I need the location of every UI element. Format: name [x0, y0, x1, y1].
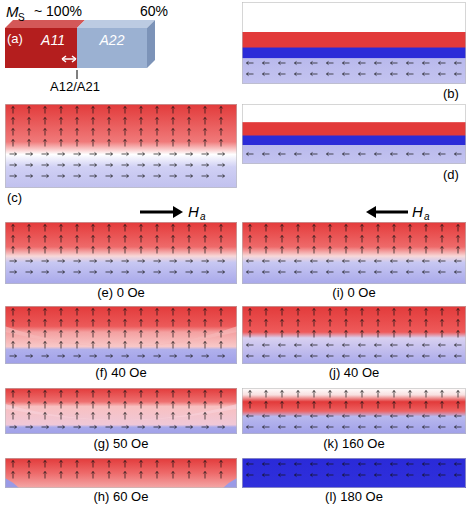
- field-arrow: [140, 206, 183, 218]
- figure-label: ~ 100%: [34, 3, 82, 19]
- panel-caption: (l) 180 Oe: [325, 490, 383, 505]
- panel-caption: (h) 60 Oe: [94, 490, 149, 505]
- figure-label: A12/A21: [50, 80, 100, 95]
- region-label: A11: [29, 32, 77, 48]
- figure-label: a: [424, 211, 430, 223]
- magnetization-panel: [242, 104, 466, 164]
- magnetization-panel: [5, 222, 237, 284]
- figure-label: (c): [7, 191, 22, 206]
- magnetization-panel: [242, 306, 466, 364]
- field-arrow: [366, 206, 408, 218]
- figure-label: 60%: [140, 3, 168, 19]
- magnetization-panel: [5, 104, 237, 188]
- panel-caption: (i) 0 Oe: [332, 286, 375, 301]
- magnetization-panel: [242, 388, 466, 434]
- bar-illustration: [5, 20, 155, 79]
- figure-label: S: [18, 12, 25, 24]
- panel-caption: (g) 50 Oe: [94, 437, 149, 452]
- magnetization-panel: [5, 458, 237, 488]
- magnetization-panel: [242, 222, 466, 284]
- magnetization-panel: [5, 388, 237, 434]
- figure-label: M: [6, 3, 19, 20]
- material-region: A22: [77, 28, 147, 68]
- figure-label: H: [412, 203, 423, 220]
- figure-label: (a): [7, 32, 23, 47]
- magnetization-panel: [5, 306, 237, 364]
- panel-caption: (j) 40 Oe: [329, 366, 380, 381]
- figure-label: (b): [443, 87, 459, 102]
- figure-label: H: [188, 203, 199, 220]
- magnetization-panel: [242, 2, 466, 84]
- panel-caption: (e) 0 Oe: [97, 286, 145, 301]
- magnetization-panel: [242, 458, 466, 488]
- region-label: A22: [77, 32, 147, 48]
- figure-label: (d): [443, 168, 459, 183]
- panel-caption: (k) 160 Oe: [323, 437, 384, 452]
- figure-label: a: [200, 211, 206, 223]
- panel-caption: (f) 40 Oe: [95, 366, 146, 381]
